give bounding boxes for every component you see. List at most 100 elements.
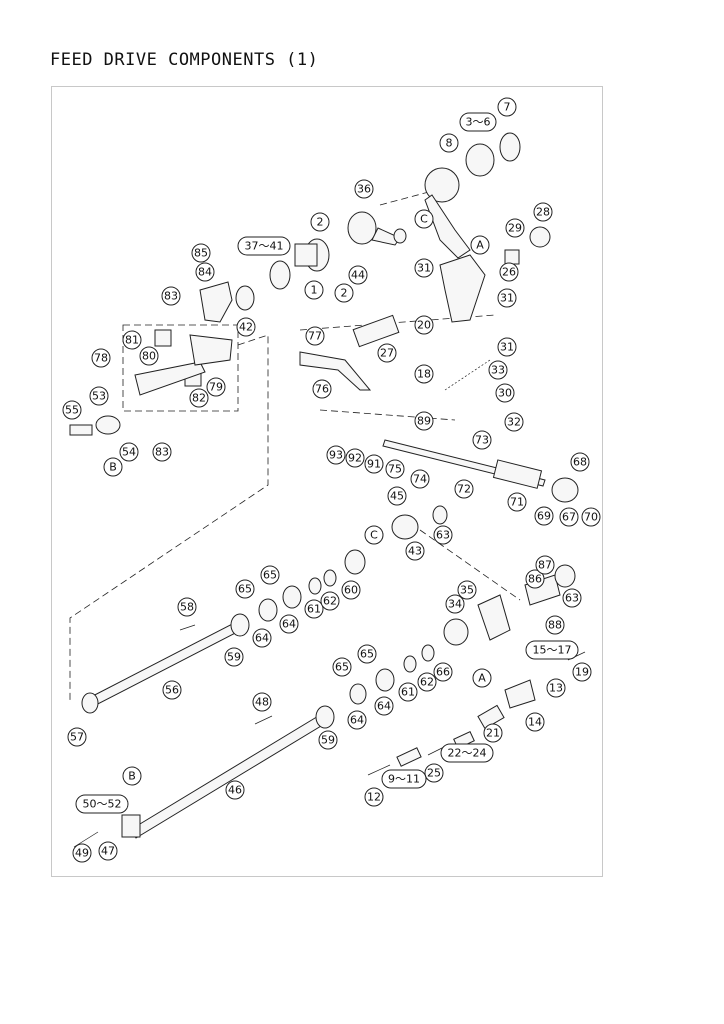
- callout-part-text: 31: [417, 262, 431, 275]
- callout-part-45: 45: [387, 486, 407, 506]
- callout-part-text: 47: [101, 845, 115, 858]
- callout-part-64: 64: [279, 614, 299, 634]
- callout-part-65: 65: [357, 644, 377, 664]
- callout-part-text: 91: [367, 458, 381, 471]
- callout-part-text: 59: [227, 651, 241, 664]
- callout-part-text: 77: [308, 330, 322, 343]
- callout-ref-text: B: [128, 770, 136, 783]
- callout-part-text: 58: [180, 601, 194, 614]
- callout-part-26: 26: [499, 262, 519, 282]
- callout-part-47: 47: [98, 841, 118, 861]
- callout-part-text: 72: [457, 483, 471, 496]
- callout-part-65: 65: [332, 657, 352, 677]
- callout-part-61: 61: [304, 599, 324, 619]
- diagram-frame: [51, 86, 603, 877]
- callout-part-84: 84: [195, 262, 215, 282]
- callout-part-text: 12: [367, 791, 381, 804]
- callout-part-text: 57: [70, 731, 84, 744]
- callout-part-7: 7: [497, 97, 517, 117]
- callout-part-93: 93: [326, 445, 346, 465]
- callout-part-text: 60: [344, 584, 358, 597]
- callout-part-36: 36: [354, 179, 374, 199]
- callout-part-text: 9〜11: [388, 773, 420, 786]
- callout-part-text: 1: [311, 284, 318, 297]
- callout-part-text: 63: [565, 592, 579, 605]
- callout-part-21: 21: [483, 723, 503, 743]
- callout-part-text: 2: [317, 216, 324, 229]
- page-title: FEED DRIVE COMPONENTS (1): [50, 50, 319, 70]
- callout-part-49: 49: [72, 843, 92, 863]
- callout-part-14: 14: [525, 712, 545, 732]
- callout-part-text: 62: [420, 676, 434, 689]
- part-callouts: 123〜67812131415〜171819202122〜24252627282…: [62, 97, 601, 863]
- callout-part-2: 2: [310, 212, 330, 232]
- callout-part-text: 62: [323, 595, 337, 608]
- callout-part-82: 82: [189, 388, 209, 408]
- callout-part-text: 20: [417, 319, 431, 332]
- callout-part-64: 64: [252, 628, 272, 648]
- callout-part-text: 15〜17: [533, 644, 572, 657]
- callout-part-text: 80: [142, 350, 156, 363]
- callout-part-20: 20: [414, 315, 434, 335]
- callout-part-65: 65: [235, 579, 255, 599]
- callout-part-83: 83: [152, 442, 172, 462]
- callout-part-text: 59: [321, 734, 335, 747]
- callout-part-31: 31: [497, 288, 517, 308]
- callout-part-text: 54: [122, 446, 136, 459]
- callout-part-text: 8: [446, 137, 453, 150]
- callout-part-67: 67: [559, 507, 579, 527]
- callout-part-text: 85: [194, 247, 208, 260]
- callout-ref-text: C: [420, 213, 428, 226]
- callout-part-text: 2: [341, 287, 348, 300]
- callout-ref-B: B: [122, 766, 142, 786]
- callout-ref-text: C: [370, 529, 378, 542]
- callout-part-text: 55: [65, 404, 79, 417]
- callout-part-13: 13: [546, 678, 566, 698]
- callout-part-text: 36: [357, 183, 371, 196]
- callout-part-text: 26: [502, 266, 516, 279]
- callout-part-text: 53: [92, 390, 106, 403]
- callout-part-text: 64: [377, 700, 391, 713]
- callout-part-3-to-6: 3〜6: [459, 112, 497, 132]
- callout-part-60: 60: [341, 580, 361, 600]
- callout-part-text: 66: [436, 666, 450, 679]
- callout-part-text: 13: [549, 682, 563, 695]
- callout-part-42: 42: [236, 317, 256, 337]
- callout-part-31: 31: [497, 337, 517, 357]
- callout-part-text: 19: [575, 666, 589, 679]
- callout-part-12: 12: [364, 787, 384, 807]
- callout-part-34: 34: [445, 594, 465, 614]
- callout-part-27: 27: [377, 343, 397, 363]
- callout-part-text: 44: [351, 269, 365, 282]
- callout-part-25: 25: [424, 763, 444, 783]
- callout-part-text: 87: [538, 559, 552, 572]
- callout-part-79: 79: [206, 377, 226, 397]
- callout-part-text: 84: [198, 266, 212, 279]
- callout-part-87: 87: [535, 555, 555, 575]
- callout-part-text: 71: [510, 496, 524, 509]
- callout-part-56: 56: [162, 680, 182, 700]
- callout-part-text: 83: [164, 290, 178, 303]
- callout-part-78: 78: [91, 348, 111, 368]
- callout-part-text: 89: [417, 415, 431, 428]
- callout-part-text: 45: [390, 490, 404, 503]
- callout-part-46: 46: [225, 780, 245, 800]
- callout-part-text: 33: [491, 364, 505, 377]
- callout-part-62: 62: [417, 672, 437, 692]
- callout-part-81: 81: [122, 330, 142, 350]
- callout-part-8: 8: [439, 133, 459, 153]
- callout-part-29: 29: [505, 218, 525, 238]
- callout-part-text: 22〜24: [448, 747, 487, 760]
- part-drawings: [69, 132, 586, 848]
- callout-part-text: 3〜6: [466, 116, 491, 129]
- callout-part-58: 58: [177, 597, 197, 617]
- callout-part-15-to-17: 15〜17: [525, 640, 579, 660]
- callout-part-18: 18: [414, 364, 434, 384]
- callout-part-71: 71: [507, 492, 527, 512]
- callout-part-text: 79: [209, 381, 223, 394]
- callout-part-64: 64: [347, 710, 367, 730]
- callout-part-63: 63: [433, 525, 453, 545]
- callout-part-text: 92: [348, 452, 362, 465]
- callout-part-70: 70: [581, 507, 601, 527]
- callout-part-text: 30: [498, 387, 512, 400]
